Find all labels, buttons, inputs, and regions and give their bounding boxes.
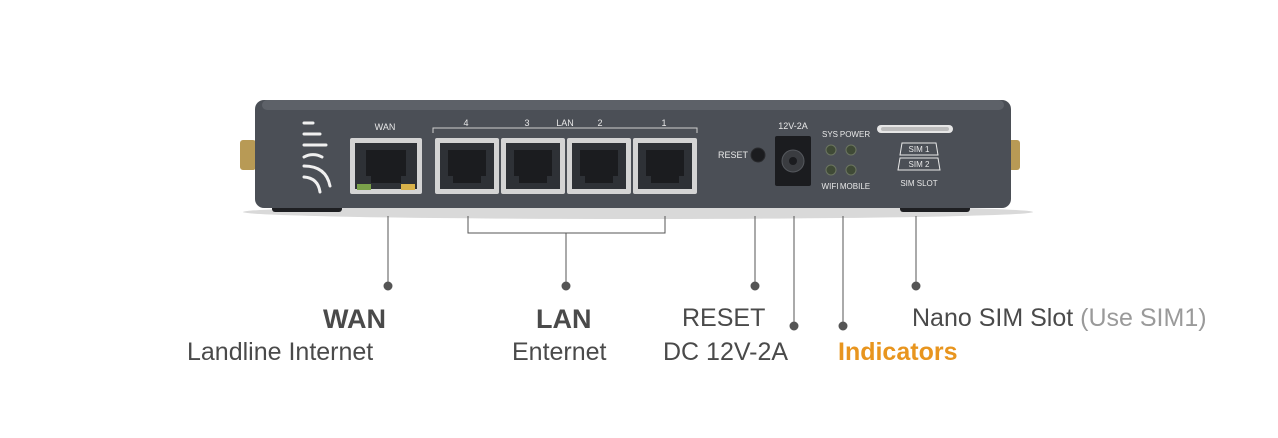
lan-number-4: 4 (463, 118, 468, 128)
indicator-leds (825, 144, 857, 176)
wan-port-label: WAN (375, 122, 396, 132)
sim-diagram (897, 142, 941, 171)
wan-port[interactable] (350, 138, 422, 194)
sim1-label: SIM 1 (909, 145, 930, 154)
mobile-led (845, 164, 857, 176)
lan-number-3: 3 (524, 118, 529, 128)
power-label: 12V-2A (778, 121, 808, 131)
lan-port-2[interactable] (567, 138, 631, 194)
left-antenna-connector (240, 140, 256, 170)
lan-port-numbers: 4 3 LAN 2 1 (463, 118, 666, 128)
leader-lines (383, 216, 921, 331)
led-labels: SYS POWER WIFI MOBILE (822, 130, 871, 191)
lan-header-label: LAN (556, 118, 574, 128)
led-label-mobile: MOBILE (840, 182, 870, 191)
lan-header-bracket (432, 127, 698, 133)
indicators-callout-title: Indicators (838, 338, 958, 366)
led-label-sys: SYS (822, 130, 838, 139)
lan-ports (435, 138, 697, 194)
wifi-led (825, 164, 837, 176)
sim-callout: Nano SIM Slot (Use SIM1) (912, 304, 1207, 333)
lan-port-1[interactable] (633, 138, 697, 194)
sim-slot[interactable] (877, 125, 953, 133)
reset-callout-title: RESET (682, 304, 766, 332)
lan-port-3[interactable] (501, 138, 565, 194)
lan-callout-subtitle: Enternet (512, 338, 607, 366)
router-shadow (243, 205, 1033, 219)
led-label-wifi: WIFI (822, 182, 839, 191)
sim2-label: SIM 2 (909, 160, 930, 169)
lan-number-2: 2 (597, 118, 602, 128)
wan-callout-subtitle: Landline Internet (187, 338, 374, 366)
sim-slot-label: SIM SLOT (900, 179, 937, 188)
dc-power-jack[interactable] (775, 136, 811, 186)
dc-callout-title: DC 12V-2A (663, 338, 789, 366)
lan-callout-title: LAN (536, 304, 592, 334)
router-top-edge (262, 100, 1004, 110)
router-brand-logo (302, 121, 332, 194)
lan-number-1: 1 (661, 118, 666, 128)
led-label-power: POWER (840, 130, 870, 139)
sys-led (825, 144, 837, 156)
power-led (845, 144, 857, 156)
reset-label: RESET (718, 150, 749, 160)
sim-callout-title: Nano SIM Slot (912, 304, 1074, 332)
lan-port-4[interactable] (435, 138, 499, 194)
reset-button[interactable] (750, 147, 766, 163)
wan-callout-title: WAN (323, 304, 386, 334)
sim-labels: SIM 1 SIM 2 SIM SLOT (900, 145, 937, 188)
sim-callout-note: (Use SIM1) (1080, 304, 1207, 332)
